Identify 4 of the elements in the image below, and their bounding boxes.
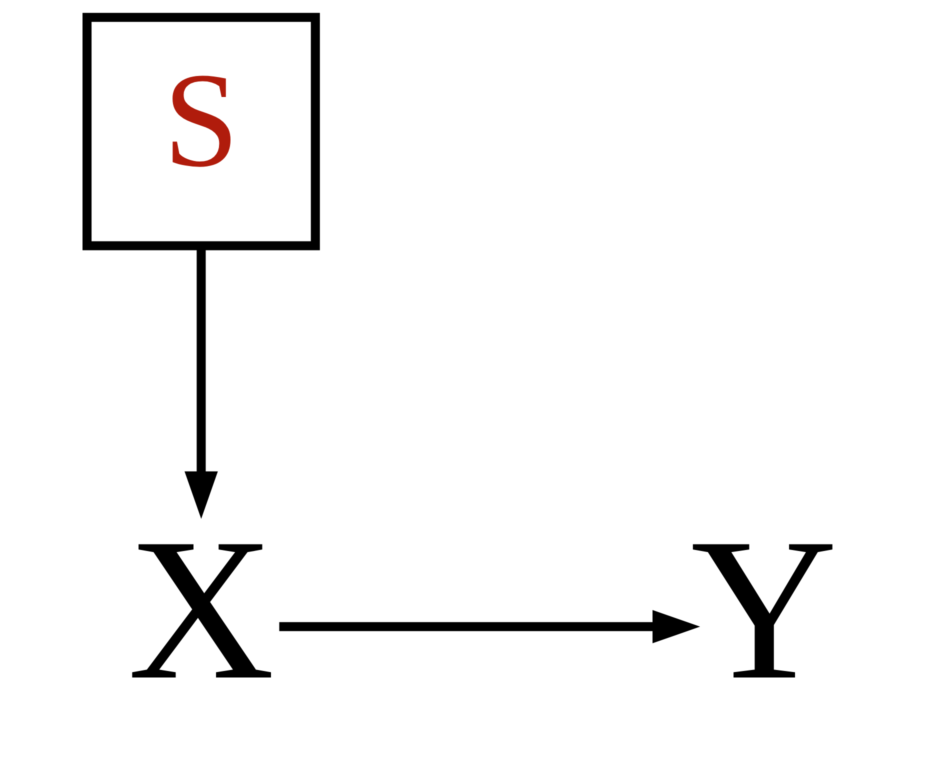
node-box: S [82, 12, 320, 250]
arrow [278, 610, 700, 644]
node-text: Y [690, 498, 838, 723]
node-text: X [127, 498, 274, 723]
